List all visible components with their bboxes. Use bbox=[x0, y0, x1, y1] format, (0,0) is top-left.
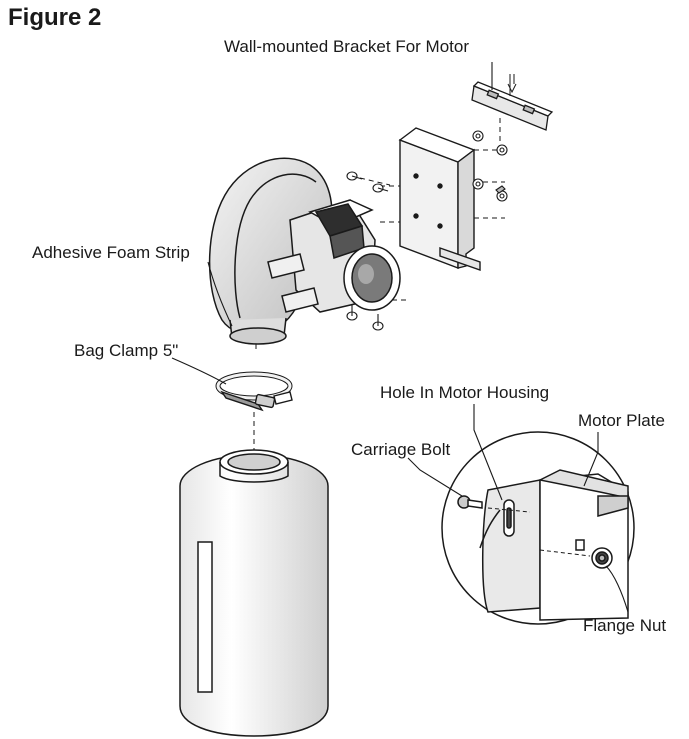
flange-nut-icon bbox=[591, 547, 613, 569]
label-adhesive-foam-strip: Adhesive Foam Strip bbox=[32, 243, 190, 262]
label-motor-plate: Motor Plate bbox=[578, 411, 665, 430]
hose-clamp-icon bbox=[215, 371, 293, 412]
fastener-icons bbox=[346, 130, 508, 331]
detail-view-icon bbox=[441, 431, 635, 625]
leader-lines bbox=[171, 62, 629, 613]
motor-blower-icon bbox=[208, 157, 401, 345]
wall-bracket-icon bbox=[471, 74, 554, 131]
label-carriage-bolt: Carriage Bolt bbox=[351, 440, 451, 459]
label-hole-in-motor-housing: Hole In Motor Housing bbox=[380, 383, 550, 402]
carriage-bolt-icon bbox=[457, 495, 483, 509]
label-flange-nut: Flange Nut bbox=[583, 616, 667, 635]
figure-title: Figure 2 bbox=[8, 4, 102, 31]
collection-bag-icon bbox=[179, 449, 329, 737]
label-bag-clamp: Bag Clamp 5" bbox=[74, 341, 179, 360]
label-wall-bracket: Wall-mounted Bracket For Motor bbox=[224, 37, 469, 56]
motor-plate-icon bbox=[398, 127, 481, 271]
